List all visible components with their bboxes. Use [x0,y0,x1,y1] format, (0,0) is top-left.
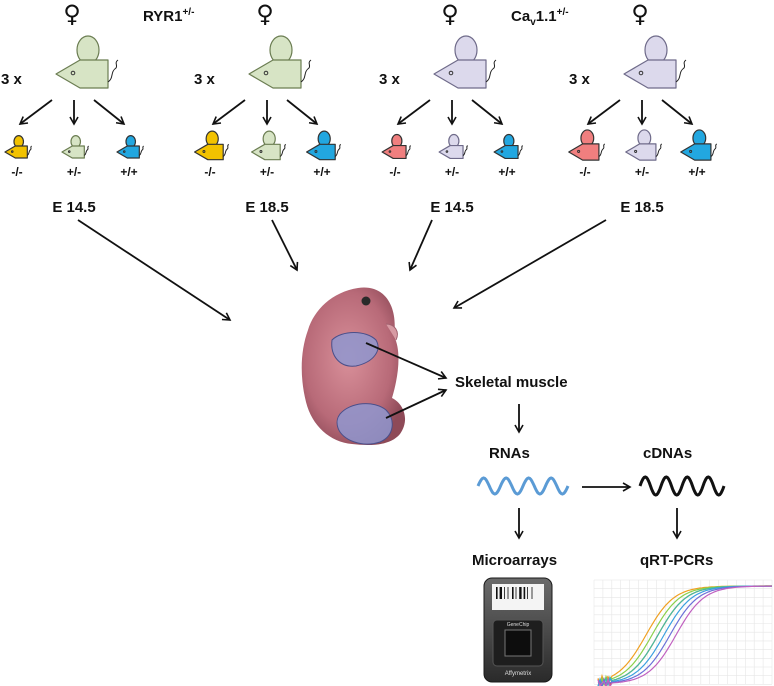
crosses: ♀ 3 x -/- +/- +/+ E 14.5 ♀ 3 x -/- +/- +/+ E 18.5 ♀ 3… [1,0,718,216]
offspring-mouse-icon-+/- [250,130,287,161]
parent-mouse-icon [433,35,497,89]
cross-2: ♀ 3 x -/- +/- +/+ E 18.5 [193,0,342,216]
multiplier-label: 3 x [379,71,401,88]
offspring-mouse-icon--/- [4,135,32,159]
amplification-curve [597,585,772,686]
offspring-mouse-icon--/- [193,130,230,161]
female-symbol: ♀ [631,0,649,28]
rna-wave [476,476,570,496]
genotype-label: +/- [445,165,459,179]
genotype-label: +/+ [688,165,705,179]
gene-label-ryr1: RYR1+/- [143,7,194,25]
offspring-mouse-icon-+/+ [116,135,144,159]
genotype-label: +/- [67,165,81,179]
genotype-label: +/- [635,165,649,179]
arrow-stage-3 [408,219,433,272]
arrow-to-offspring [396,99,431,125]
female-symbol: ♀ [63,0,81,28]
offspring-mouse-icon-+/+ [305,130,342,161]
genotype-label: -/- [11,165,22,179]
arrow-stage-4 [452,219,607,309]
gene-label-cav: Cav1.1+/- [511,7,569,28]
genotype-label: +/+ [313,165,330,179]
genotype-label: -/- [389,165,400,179]
multiplier-label: 3 x [194,71,216,88]
parent-mouse-icon [623,35,687,89]
multiplier-label: 3 x [569,71,591,88]
skeletal-muscle-label: Skeletal muscle [455,374,568,391]
cdna-wave [638,475,726,497]
arrow-forelimb-muscle [365,342,448,380]
embryonic-stage-label: E 14.5 [430,199,473,216]
parent-mouse-icon [55,35,119,89]
cdna-label: cDNAs [643,445,692,462]
arrow-hindlimb-muscle [385,388,448,419]
embryo-image [301,287,406,445]
qpcr-amplification-plot [593,579,773,686]
genotype-label: +/- [260,165,274,179]
arrow-to-offspring [18,99,53,125]
offspring-mouse-icon-+/- [61,135,89,159]
offspring-mouse-icon-+/+ [680,129,718,161]
genotype-label: +/+ [120,165,137,179]
genechip-image: GeneChip Affymetrix [483,577,553,683]
offspring-mouse-icon-+/- [625,129,663,161]
offspring-mouse-icon--/- [568,129,606,161]
chip-brand-label: Affymetrix [505,671,532,677]
arrow-to-offspring [211,99,246,125]
genotype-label: -/- [579,165,590,179]
arrow-stage-1 [77,219,232,321]
offspring-mouse-icon-+/- [438,133,468,160]
female-symbol: ♀ [441,0,459,28]
embryonic-stage-label: E 18.5 [620,199,663,216]
cross-1: ♀ 3 x -/- +/- +/+ E 14.5 [1,0,144,216]
genotype-label: +/+ [498,165,515,179]
arrow-to-offspring [661,99,694,126]
microarrays-label: Microarrays [472,552,557,569]
arrow-to-offspring [93,99,126,126]
qrt-pcr-label: qRT-PCRs [640,552,713,569]
parent-mouse-icon [248,35,312,89]
cross-3: ♀ 3 x -/- +/- +/+ E 14.5 [379,0,523,216]
offspring-mouse-icon-+/+ [493,133,523,160]
embryonic-stage-label: E 18.5 [245,199,288,216]
arrow-to-offspring [286,99,319,126]
embryonic-stage-label: E 14.5 [52,199,95,216]
arrow-to-offspring [586,99,621,125]
cross-4: ♀ 3 x -/- +/- +/+ E 18.5 [568,0,718,216]
female-symbol: ♀ [256,0,274,28]
arrow-stage-2 [271,219,299,272]
rna-label: RNAs [489,445,530,462]
multiplier-label: 3 x [1,71,23,88]
genotype-label: -/- [204,165,215,179]
arrow-to-offspring [471,99,504,126]
offspring-mouse-icon--/- [381,133,411,160]
chip-name-label: GeneChip [507,622,530,628]
